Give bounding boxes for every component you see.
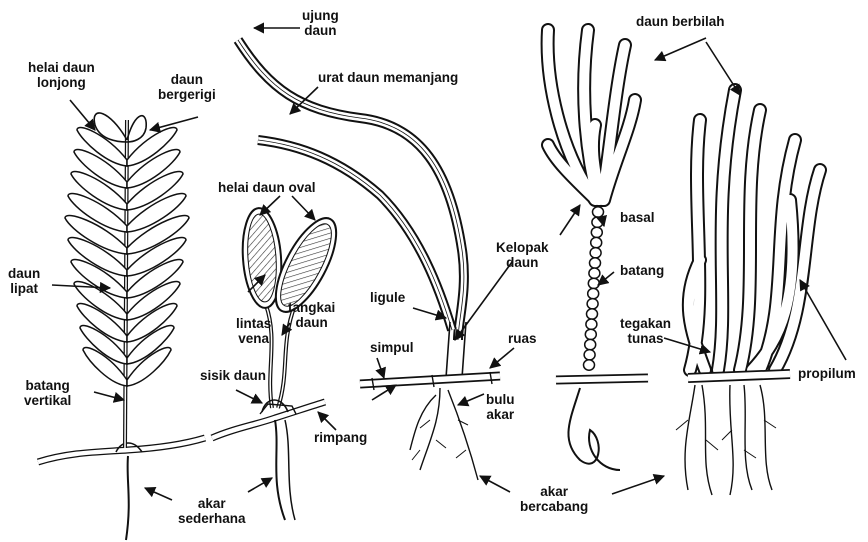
stem-bead (587, 309, 598, 319)
stem-bead (591, 227, 602, 237)
stem-bead (588, 278, 599, 288)
label-sisik-daun-text: sisik daun (200, 368, 266, 383)
label-ligule: ligule (370, 290, 405, 305)
stem-bead (586, 319, 597, 329)
label-ligule-text: ligule (370, 290, 405, 305)
label-daun-berbilah: daun berbilah (636, 14, 725, 29)
label-bulu-akar-line1: bulu (486, 392, 515, 407)
label-lintas-vena-line1: lintas (236, 316, 271, 331)
label-batang-vertikal-line1: batang (24, 378, 71, 393)
stem-bead (585, 339, 596, 349)
label-helai-daun-oval: helai daun oval (218, 180, 316, 195)
stem-bead (587, 299, 598, 309)
label-bulu-akar: bulu akar (486, 392, 515, 422)
label-batang-text: batang (620, 263, 664, 278)
label-kelopak-daun-line2: daun (496, 255, 549, 270)
label-akar-bercabang-line1: akar (520, 484, 588, 499)
stem-bead (584, 360, 595, 370)
label-tegakan-tunas-line2: tunas (620, 331, 671, 346)
label-kelopak-daun-line1: Kelopak (496, 240, 549, 255)
stem-bead (591, 237, 602, 247)
stem-bead (592, 217, 603, 227)
label-batang-vertikal-line2: vertikal (24, 393, 71, 408)
label-sisik-daun: sisik daun (200, 368, 266, 383)
label-daun-lipat-line1: daun (8, 266, 40, 281)
label-bulu-akar-line2: akar (486, 407, 515, 422)
label-akar-sederhana-line2: sederhana (178, 511, 246, 526)
label-urat-daun-memanjang: urat daun memanjang (318, 70, 458, 85)
label-tangkai-daun-line1: tangkai (288, 300, 335, 315)
label-akar-bercabang: akar bercabang (520, 484, 588, 514)
label-propilum: propilum (798, 366, 856, 381)
label-lintas-vena: lintas vena (236, 316, 271, 346)
label-tegakan-tunas-line1: tegakan (620, 316, 671, 331)
label-ruas-text: ruas (508, 331, 537, 346)
label-propilum-text: propilum (798, 366, 856, 381)
label-akar-sederhana-line1: akar (178, 496, 246, 511)
label-simpul: simpul (370, 340, 414, 355)
label-helai-daun-lonjong-line2: lonjong (28, 75, 95, 90)
label-helai-daun-lonjong-line1: helai daun (28, 60, 95, 75)
label-kelopak-daun: Kelopak daun (496, 240, 549, 270)
label-akar-sederhana: akar sederhana (178, 496, 246, 526)
label-simpul-text: simpul (370, 340, 414, 355)
stem-bead (590, 258, 601, 268)
label-helai-daun-lonjong: helai daun lonjong (28, 60, 95, 90)
label-tangkai-daun-line2: daun (288, 315, 335, 330)
label-rimpang: rimpang (314, 430, 367, 445)
stem-bead (588, 288, 599, 298)
label-ujung-daun: ujung daun (302, 8, 339, 38)
label-basal: basal (620, 210, 655, 225)
stem-bead (590, 248, 601, 258)
stem-bead (584, 350, 595, 360)
label-akar-bercabang-line2: bercabang (520, 499, 588, 514)
label-batang-vertikal: batang vertikal (24, 378, 71, 408)
label-daun-bergerigi: daun bergerigi (158, 72, 216, 102)
label-daun-bergerigi-line2: bergerigi (158, 87, 216, 102)
label-tegakan-tunas: tegakan tunas (620, 316, 671, 346)
label-daun-lipat-line2: lipat (8, 281, 40, 296)
label-ujung-daun-line1: ujung (302, 8, 339, 23)
label-daun-lipat: daun lipat (8, 266, 40, 296)
label-ruas: ruas (508, 331, 537, 346)
stem-bead (593, 207, 604, 217)
plant-5-propilum (676, 90, 820, 495)
label-urat-daun-memanjang-text: urat daun memanjang (318, 70, 458, 85)
label-lintas-vena-line2: vena (236, 331, 271, 346)
beaded-stem (584, 207, 604, 370)
label-batang: batang (620, 263, 664, 278)
label-tangkai-daun: tangkai daun (288, 300, 335, 330)
stem-bead (589, 268, 600, 278)
label-daun-berbilah-text: daun berbilah (636, 14, 725, 29)
stem-bead (585, 329, 596, 339)
label-helai-daun-oval-text: helai daun oval (218, 180, 316, 195)
label-rimpang-text: rimpang (314, 430, 367, 445)
label-daun-bergerigi-line1: daun (158, 72, 216, 87)
label-ujung-daun-line2: daun (302, 23, 339, 38)
label-basal-text: basal (620, 210, 655, 225)
